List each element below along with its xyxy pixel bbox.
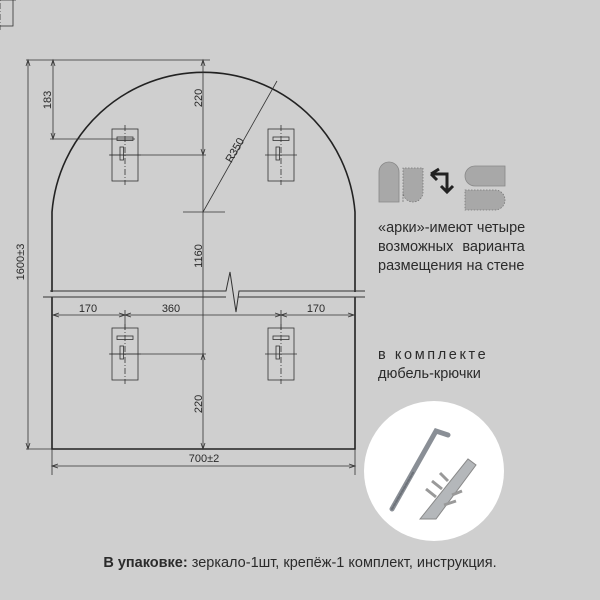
package-contents-text: зеркало-1шт, крепёж-1 комплект, инструкц… <box>187 555 497 571</box>
dim-220-top-label: 220 <box>193 89 205 107</box>
orientation-note-line-2: возможных варианта <box>378 239 525 255</box>
dim-width-label: 700±2 <box>189 453 220 465</box>
hardware-image <box>364 401 504 541</box>
dim-width <box>50 449 357 475</box>
dim-360-label: 360 <box>162 303 180 315</box>
dim-170-right-label: 170 <box>307 303 325 315</box>
hook-and-dowel-icon <box>389 427 477 520</box>
mirror-outline <box>51 71 356 450</box>
kit-note-line-2: дюбель-крючки <box>378 366 481 382</box>
dim-183 <box>50 58 135 141</box>
dim-total-height-label: 1600±3 <box>15 244 27 281</box>
package-contents: В упаковке: зеркало-1шт, крепёж-1 компле… <box>0 555 600 571</box>
kit-note: в комплекте дюбель-крючки <box>378 346 488 384</box>
break-lines <box>43 271 365 313</box>
dim-220-bottom-label: 220 <box>193 395 205 413</box>
orientation-note: «арки»-имеют четыре возможных варианта р… <box>378 219 525 276</box>
dim-radius-label: R350 <box>224 136 248 165</box>
package-contents-label: В упаковке: <box>103 555 188 571</box>
orientation-note-line-1: «арки»-имеют четыре <box>378 220 526 236</box>
dim-total-height <box>25 58 210 451</box>
orientation-variants-icon <box>378 161 506 211</box>
dim-183-label: 183 <box>42 91 54 109</box>
kit-note-line-1: в комплекте <box>378 347 489 363</box>
dim-1160-label: 1160 <box>193 244 205 268</box>
mounting-bracket <box>0 0 16 30</box>
orientation-note-line-3: размещения на стене <box>378 258 525 274</box>
dim-170-left-label: 170 <box>79 303 97 315</box>
